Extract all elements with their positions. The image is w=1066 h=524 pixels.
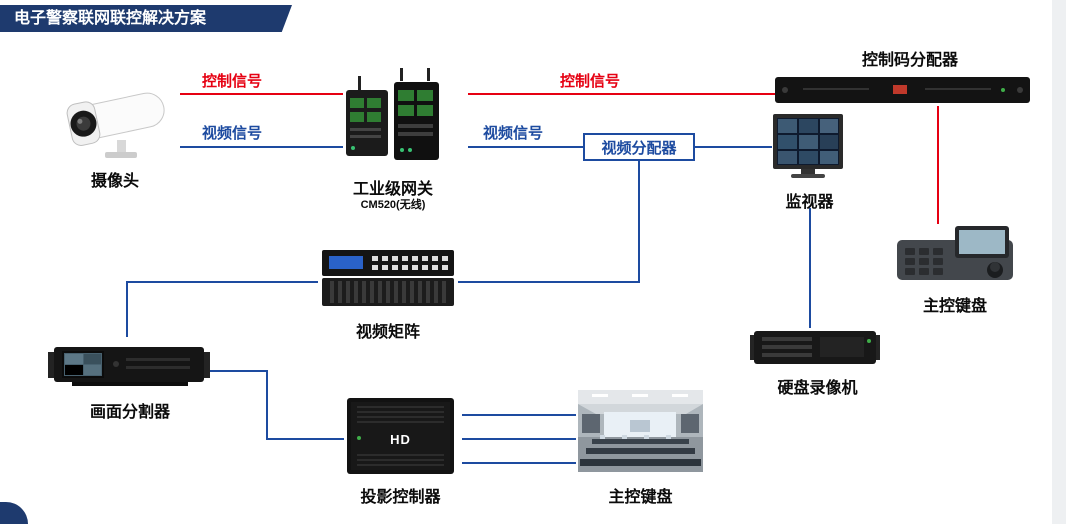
dvr-label: 硬盘录像机 [777, 380, 858, 397]
matrix-icon [322, 250, 454, 306]
splitter-icon [48, 347, 210, 386]
dvr-icon [750, 331, 880, 364]
connector-to-projector [266, 438, 344, 440]
splitter-image [48, 334, 210, 392]
gateway-icon [346, 68, 439, 160]
code-distributor-label: 控制码分配器 [861, 52, 958, 69]
label-video-signal-left: 视频信号 [202, 125, 263, 142]
splitter-label: 画面分割器 [89, 404, 170, 421]
page-title: 电子警察联网联控解决方案 [14, 10, 207, 27]
camera-image [55, 68, 175, 163]
matrix-label: 视频矩阵 [355, 324, 420, 341]
monitor-label: 监视器 [785, 194, 834, 211]
camera-label: 摄像头 [90, 173, 139, 190]
code-distributor-image [775, 74, 1030, 106]
monitor-icon [773, 114, 843, 178]
label-control-signal-right: 控制信号 [560, 73, 621, 90]
connector-videodistributor-down [638, 161, 640, 283]
projector-hd-badge: HD [390, 432, 411, 447]
connector-down-to-splitter [126, 281, 128, 337]
page-edge-strip [1052, 0, 1066, 524]
camera-icon [66, 92, 165, 158]
video-distributor-label: 视频分配器 [601, 139, 677, 157]
gateway-model: CM520(无线) [360, 199, 426, 211]
label-control-signal-left: 控制信号 [202, 73, 263, 90]
connector-projector-room-3 [462, 462, 576, 464]
corner-decoration [0, 502, 28, 524]
keyboard-image [895, 220, 1015, 288]
rack-unit-icon [775, 77, 1030, 103]
connector-splitter-down [266, 370, 268, 440]
dvr-image [750, 326, 880, 368]
connector-projector-room-1 [462, 414, 576, 416]
video-distributor-box: 视频分配器 [583, 133, 695, 161]
title-banner: 电子警察联网联控解决方案 [0, 5, 292, 32]
matrix-image [318, 248, 458, 310]
connector-projector-room-2 [462, 438, 576, 440]
connector-codedistributor-keyboard [937, 106, 939, 224]
gateway-label: 工业级网关 [352, 181, 433, 198]
connector-matrix-right [458, 281, 640, 283]
projector-label: 投影控制器 [360, 489, 441, 506]
monitor-image [770, 112, 846, 184]
projector-icon [347, 398, 454, 474]
control-room-image [578, 390, 703, 472]
connector-camera-gateway-video [180, 146, 343, 148]
connector-camera-gateway-control [180, 93, 343, 95]
connector-gateway-codedistributor-control [468, 93, 775, 95]
gateway-image [340, 62, 445, 170]
connector-splitter-right [210, 370, 268, 372]
control-room-label: 主控键盘 [608, 489, 673, 506]
keyboard-label: 主控键盘 [922, 298, 987, 315]
connector-gateway-videodistributor [468, 146, 583, 148]
keyboard-joystick-icon [897, 226, 1013, 280]
label-video-signal-right: 视频信号 [483, 125, 544, 142]
connector-videodistributor-monitor [695, 146, 772, 148]
connector-matrix-left [126, 281, 318, 283]
control-room-icon [578, 390, 703, 472]
connector-monitor-dvr [809, 208, 811, 328]
projector-image: HD [343, 396, 458, 478]
